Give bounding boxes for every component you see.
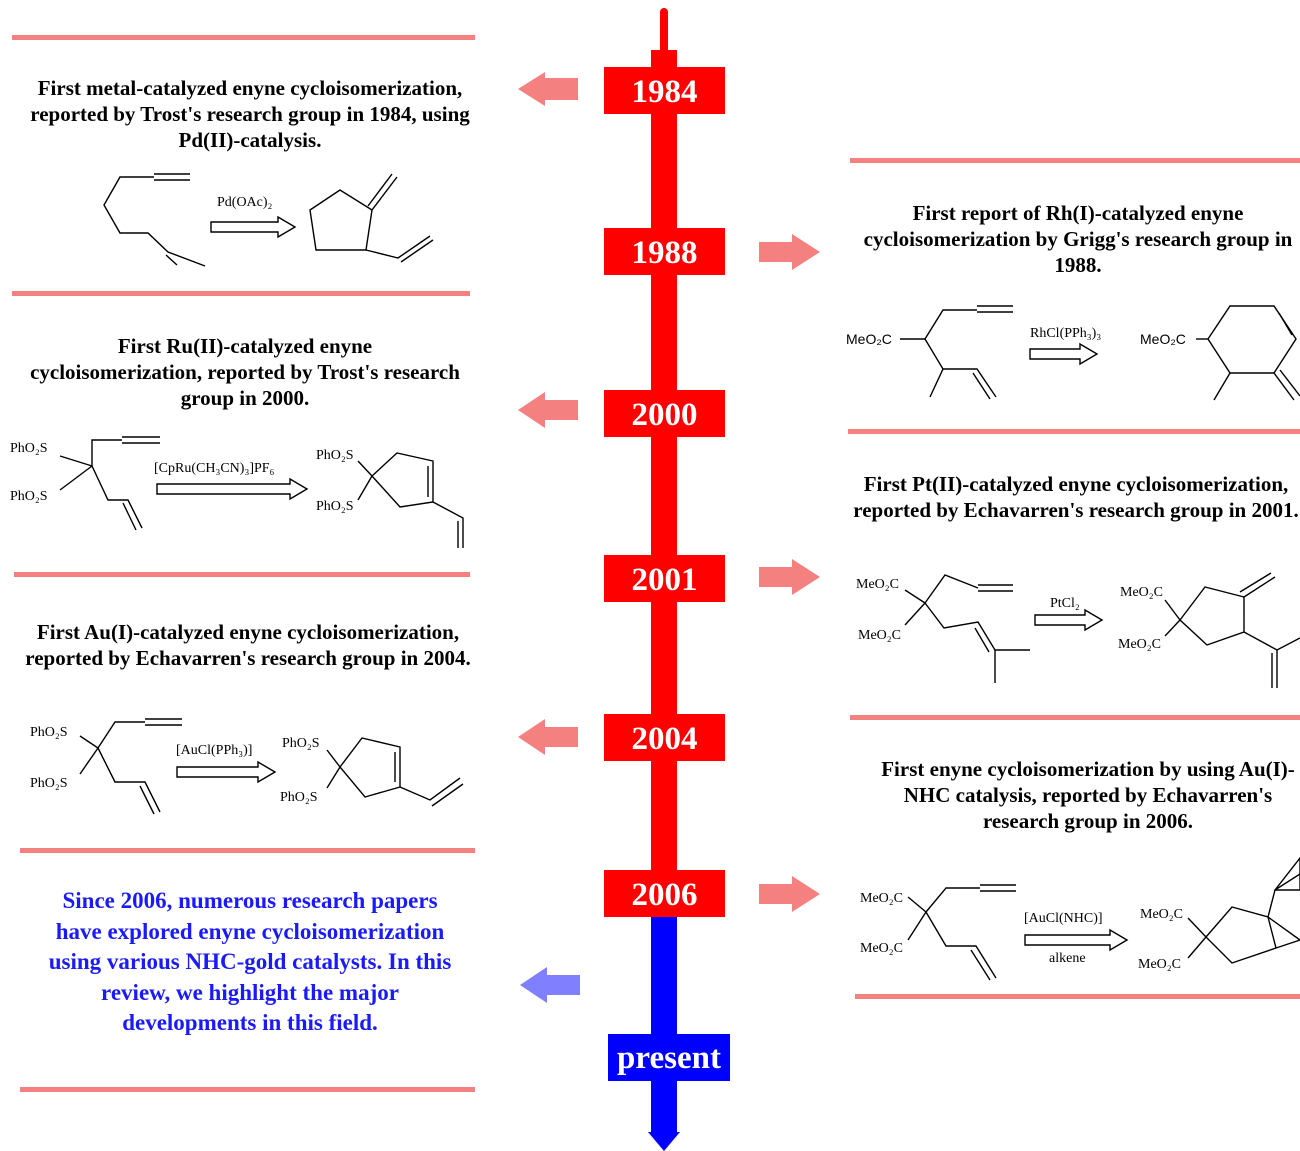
- substituent-label: MeO₂C: [856, 577, 899, 592]
- substituent-label: MeO₂C: [1138, 957, 1181, 972]
- scheme-1984: [103, 173, 434, 267]
- caption-1984: First metal-catalyzed enyne cycloisomeri…: [30, 76, 470, 152]
- enyne-substrate: [59, 436, 160, 531]
- year-label: 2004: [632, 721, 698, 757]
- timeline-axis: [648, 8, 680, 1151]
- substituent-label: MeO₂C: [1140, 331, 1186, 347]
- cyclohexene-product: [1196, 305, 1300, 401]
- right-arrow-1988: [759, 234, 820, 270]
- reaction-arrow: [156, 477, 309, 501]
- substituent-label: MeO₂C: [846, 331, 892, 347]
- year-badge-2001: 2001: [604, 555, 725, 602]
- substituent-label: PhO₂S: [30, 776, 68, 791]
- left-arrow-2004: [518, 719, 578, 755]
- right-arrow-2001: [759, 559, 820, 595]
- substituent-label: PhO₂S: [316, 448, 354, 463]
- separator-rules: [12, 35, 1300, 1092]
- cyclopentene-product: [357, 452, 464, 548]
- timeline-shaft-past: [651, 50, 677, 918]
- caption-2004: First Au(I)-catalyzed enyne cycloisomeri…: [25, 620, 471, 670]
- substituent-label: PhO₂S: [10, 441, 48, 456]
- reaction-arrow: [210, 215, 297, 239]
- year-label: present: [617, 1040, 721, 1076]
- reaction-arrow: [1024, 928, 1129, 952]
- timeline-end-arrowhead: [648, 1132, 680, 1151]
- reaction-arrow: [1034, 608, 1104, 632]
- cyclopentane-product: [1164, 572, 1300, 688]
- left-arrow-1984: [518, 72, 578, 106]
- bicyclic-product: [1187, 856, 1300, 964]
- left-arrow-2000: [518, 392, 578, 428]
- scheme-1988: [900, 305, 1300, 401]
- substituent-label: MeO₂C: [1120, 585, 1163, 600]
- scheme-2001: [904, 572, 1300, 688]
- reagent-label: PtCl₂: [1050, 596, 1080, 611]
- substituent-label: MeO₂C: [860, 941, 903, 956]
- substituent-label: PhO₂S: [316, 499, 354, 514]
- substituent-label: MeO₂C: [860, 891, 903, 906]
- year-badge-present: present: [608, 1034, 730, 1081]
- year-badge-1988: 1988: [604, 228, 725, 275]
- reagent-label: [AuCl(NHC)]: [1024, 911, 1103, 926]
- enyne-substrate: [900, 305, 1013, 400]
- timeline-shaft-present: [651, 916, 677, 1134]
- year-label: 1984: [632, 74, 698, 110]
- year-badge-2006: 2006: [604, 870, 725, 917]
- reagent-label: Pd(OAc)₂: [217, 195, 273, 210]
- substituent-label: MeO₂C: [1118, 637, 1161, 652]
- cyclopentane-product: [309, 173, 434, 263]
- left-arrow-present: [520, 967, 580, 1003]
- year-label: 1988: [632, 235, 698, 271]
- caption-2000: First Ru(II)-catalyzed enyne cycloisomer…: [30, 334, 460, 410]
- year-label: 2006: [632, 877, 698, 913]
- enyne-substrate: [79, 718, 182, 815]
- caption-1988: First report of Rh(I)-catalyzed enyne cy…: [863, 201, 1293, 277]
- reaction-arrow: [176, 760, 277, 784]
- scheme-2000: [59, 436, 464, 548]
- reagent-label: RhCl(PPh₃)₃: [1030, 326, 1101, 341]
- right-arrow-2006: [759, 876, 820, 912]
- reagent-label: [CpRu(CH₃CN)₃]PF₆: [154, 461, 275, 476]
- scheme-2006: [907, 856, 1300, 981]
- substituent-label: PhO₂S: [280, 790, 318, 805]
- substituent-label: PhO₂S: [282, 736, 320, 751]
- substituent-label: MeO₂C: [858, 628, 901, 643]
- enyne-substrate: [904, 574, 1030, 683]
- reagent-label: [AuCl(PPh₃)]: [176, 743, 252, 758]
- year-badge-2004: 2004: [604, 714, 725, 761]
- substituent-label: PhO₂S: [30, 725, 68, 740]
- caption-2006: First enyne cycloisomerization by using …: [881, 757, 1295, 833]
- cyclopentene-product: [326, 737, 464, 807]
- substituent-label: MeO₂C: [1140, 907, 1183, 922]
- year-badge-2000: 2000: [604, 390, 725, 437]
- substituent-label: PhO₂S: [10, 489, 48, 504]
- year-label: 2000: [632, 397, 698, 433]
- reagent-condition-label: alkene: [1049, 951, 1086, 966]
- summary-text: Since 2006, numerous research papers hav…: [48, 888, 452, 1035]
- enyne-substrate: [103, 173, 206, 267]
- enyne-substrate: [907, 884, 1016, 981]
- caption-2001: First Pt(II)-catalyzed enyne cycloisomer…: [853, 472, 1299, 522]
- scheme-2004: [79, 718, 464, 815]
- year-badge-1984: 1984: [604, 67, 725, 114]
- reaction-arrow: [1029, 342, 1099, 366]
- year-label: 2001: [632, 562, 698, 598]
